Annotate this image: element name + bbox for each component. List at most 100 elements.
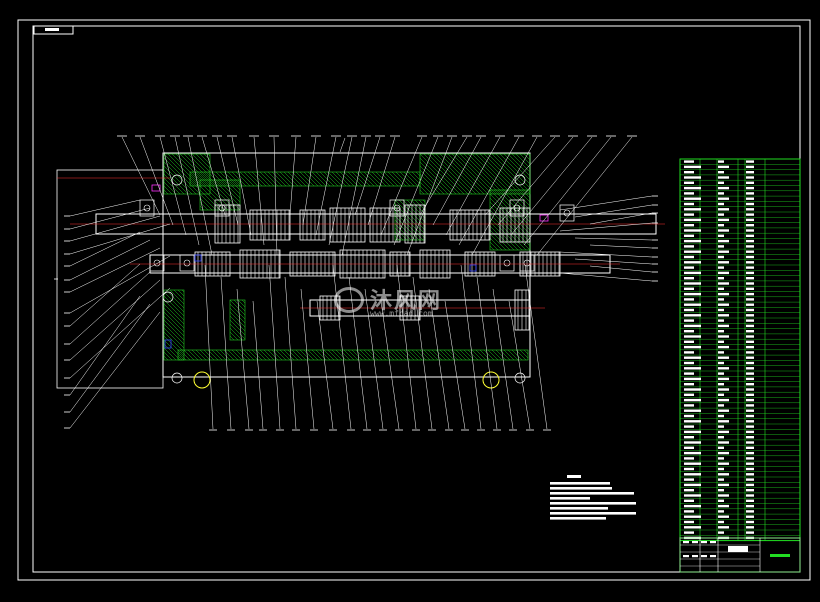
drain-plug — [193, 371, 211, 389]
leader-line — [559, 251, 653, 258]
bearing-race — [509, 199, 525, 217]
leader-line — [348, 276, 368, 430]
parts-list-text-mark — [746, 478, 754, 481]
parts-list-text-mark — [746, 436, 754, 439]
hatch-line — [229, 307, 246, 324]
hatch-line — [229, 323, 246, 340]
hatch-line — [229, 315, 246, 332]
hatch-line — [307, 349, 319, 361]
parts-list-text-mark — [684, 515, 701, 518]
parts-list-text-mark — [746, 409, 754, 412]
hatch-line — [489, 241, 499, 251]
hatch-line — [163, 315, 185, 337]
hatch-line — [191, 153, 211, 173]
hatch-zone — [177, 349, 529, 361]
leader-line — [69, 247, 161, 293]
hatch-line — [431, 349, 443, 361]
parts-list-text-mark — [746, 467, 754, 471]
hatch-line — [259, 171, 275, 187]
parts-list-text-mark — [684, 250, 701, 253]
hatch-line — [177, 355, 183, 361]
parts-list-text-mark — [718, 282, 729, 285]
leader-line — [393, 136, 439, 246]
hatch-line — [183, 349, 195, 361]
bearing-race — [139, 199, 155, 217]
hatch-line — [489, 209, 531, 251]
hatch-line — [163, 339, 185, 361]
hatch-line — [483, 349, 495, 361]
parts-list-text-mark — [684, 255, 694, 259]
hatch-line — [451, 349, 463, 361]
bearing — [149, 254, 165, 272]
notes-line-mark — [550, 512, 636, 515]
hatch-line — [239, 349, 251, 361]
parts-list-text-mark — [684, 266, 694, 269]
leader-line — [315, 136, 337, 236]
parts-list-text-mark — [718, 398, 729, 402]
parts-list-text-mark — [746, 377, 754, 381]
hatch-line — [327, 349, 339, 361]
hatch-line — [415, 349, 427, 361]
hatch-line — [443, 349, 455, 361]
hatch-line — [351, 171, 367, 187]
hatch-line — [479, 349, 491, 361]
parts-list-text-mark — [684, 436, 694, 439]
parts-list-text-mark — [746, 499, 754, 502]
leader-line — [69, 215, 161, 242]
hatch-line — [163, 331, 185, 353]
parts-list-text-mark — [746, 181, 754, 184]
leader-line — [69, 199, 141, 217]
hatch-line — [163, 347, 177, 361]
parts-list-text-mark — [746, 361, 754, 365]
parts-list-text-mark — [684, 287, 694, 290]
parts-list-text-mark — [718, 239, 729, 243]
parts-list-text-mark — [718, 425, 724, 428]
parts-list-text-mark — [746, 383, 754, 386]
parts-list-text-mark — [746, 261, 754, 264]
hatch-line — [163, 181, 177, 195]
parts-list-text-mark — [746, 414, 754, 418]
hatch-line — [359, 349, 371, 361]
hatch-line — [263, 349, 275, 361]
hatch-line — [287, 171, 303, 187]
hatch-line — [251, 171, 267, 187]
gear — [249, 209, 291, 241]
hatch-line — [163, 355, 169, 361]
hatch-line — [419, 349, 431, 361]
bearing-ball — [183, 259, 191, 267]
hatch-line — [527, 153, 531, 157]
leader-line — [316, 300, 334, 430]
hatch-line — [387, 349, 399, 361]
notes-line-mark — [550, 482, 610, 485]
hatch-line — [163, 169, 189, 195]
bearing-race — [214, 199, 230, 217]
hatch-line — [287, 349, 299, 361]
parts-list-text-mark — [718, 186, 729, 190]
hatch-line — [489, 197, 531, 239]
parts-list-text-mark — [684, 330, 694, 333]
hatch-line — [179, 349, 191, 361]
leader-line — [574, 204, 653, 218]
leader-line — [220, 276, 232, 430]
parts-list-text-mark — [746, 176, 754, 179]
hatch-line — [163, 165, 193, 195]
hatch-line — [315, 349, 327, 361]
parts-list-text-mark — [718, 303, 729, 306]
gear-body — [249, 209, 291, 241]
parts-list-text-mark — [718, 176, 729, 179]
leader-line — [497, 136, 574, 226]
hatch-line — [402, 199, 426, 223]
parts-list-text-mark — [684, 303, 701, 306]
parts-list-text-mark — [718, 451, 729, 455]
hatch-line — [323, 171, 339, 187]
parts-list-text-mark — [718, 213, 724, 216]
hatch-line — [503, 153, 531, 181]
bearing-ball — [153, 259, 161, 267]
hatch-line — [209, 179, 241, 211]
notes-line-mark — [550, 492, 634, 495]
parts-list-text-mark — [718, 473, 729, 476]
parts-list-text-mark — [684, 213, 694, 216]
hatch-line — [467, 349, 479, 361]
hatch-zone — [489, 189, 531, 251]
leader-line — [174, 136, 200, 246]
